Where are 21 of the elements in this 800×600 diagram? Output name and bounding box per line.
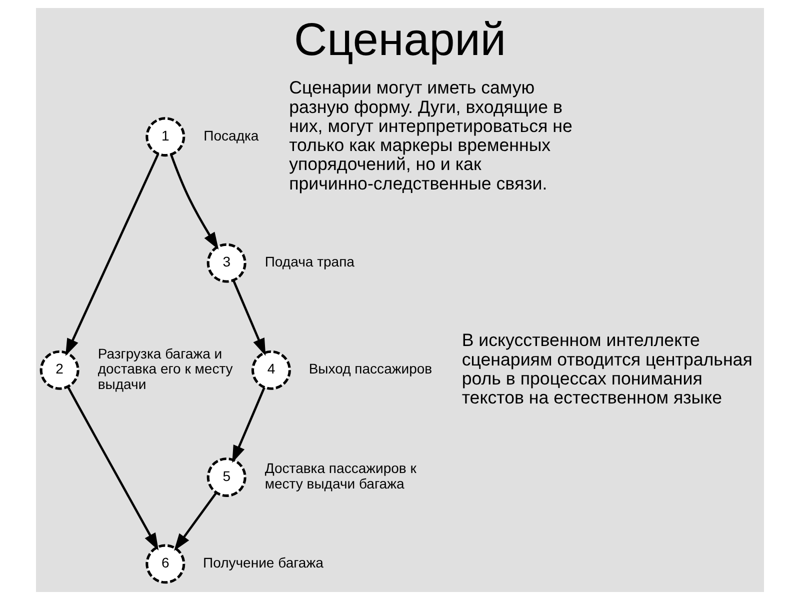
- node-circle: 5: [206, 457, 246, 497]
- node-label: Посадка: [204, 127, 259, 144]
- node-label: Разгрузка багажа и доставка его к месту выдачи: [98, 345, 233, 392]
- node-circle: 4: [251, 350, 291, 390]
- node-circle: 1: [146, 117, 186, 157]
- arrow: [65, 153, 160, 356]
- node-label: Доставка пассажиров к месту выдачи багажа: [264, 460, 416, 492]
- label: В искусственном интеллекте сценариям отводится центральная роль в процессах понимания текстов на естественном языке: [462, 330, 752, 408]
- diagram-title: Сценарий: [294, 12, 506, 65]
- node-circle: 6: [146, 544, 186, 584]
- node-label: Выход пассажиров: [308, 360, 432, 377]
- arrow: [67, 386, 159, 550]
- node-label: Получение багажа: [203, 554, 324, 570]
- label: Сценарии могут иметь самую разную форму. Дуги, входящие в них, могут интерпретироваться не только как маркеры временных упорядочений, но и как причинно-следственные связи.: [289, 78, 572, 194]
- node-label: Подача трапа: [264, 254, 354, 270]
- arrow: [170, 154, 219, 250]
- node-circle: 3: [206, 243, 246, 283]
- arrow: [232, 387, 266, 463]
- arrow: [232, 280, 266, 356]
- node-circle: 2: [40, 350, 80, 390]
- arrow: [174, 492, 218, 551]
